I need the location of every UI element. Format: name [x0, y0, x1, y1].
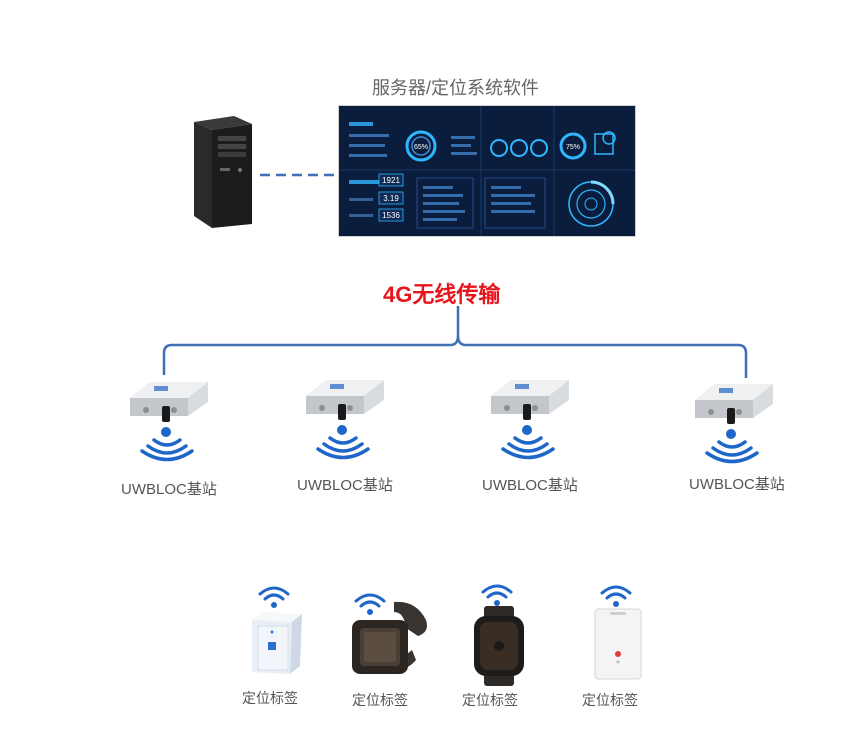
counter-3: 1536 [382, 211, 400, 220]
base-station-device-icon [491, 380, 569, 435]
counter-2: 3.19 [383, 194, 399, 203]
base-station-3-label: UWBLOC基站 [482, 477, 578, 494]
signal-waves-icon [705, 440, 759, 464]
base-station-3 [485, 374, 575, 464]
wireless-link-label: 4G无线传输 [383, 282, 501, 307]
card-tag-device [594, 608, 642, 680]
tag-4-label: 定位标签 [582, 692, 638, 708]
wifi-icon [481, 584, 513, 606]
signal-waves-icon [140, 438, 194, 462]
tag-2-label: 定位标签 [352, 692, 408, 708]
wifi-icon [258, 586, 290, 608]
wifi-icon [354, 593, 386, 615]
base-station-1-label: UWBLOC基站 [121, 481, 217, 498]
base-station-device-icon [306, 380, 384, 435]
base-station-4 [689, 378, 779, 468]
distribution-bracket [162, 306, 748, 378]
base-station-1 [124, 376, 214, 466]
server-tower [186, 112, 256, 228]
watch-tag-icon [474, 606, 524, 686]
counter-1: 1921 [382, 176, 400, 185]
dashboard-screen: 65% 75% 1921 3.19 1536 [338, 105, 636, 237]
base-station-device-icon [695, 384, 773, 439]
dashboard-graphic: 65% 75% 1921 3.19 1536 [339, 106, 635, 236]
base-station-2-label: UWBLOC基站 [297, 477, 393, 494]
server-title: 服务器/定位系统软件 [372, 78, 540, 98]
wristband-tag-icon [352, 601, 427, 674]
gauge-value-2: 75% [566, 144, 580, 151]
box-tag-device [248, 610, 304, 676]
base-station-4-label: UWBLOC基站 [689, 476, 785, 493]
card-tag-icon [594, 608, 642, 680]
server-tower-icon [194, 116, 252, 228]
box-tag-icon [252, 612, 302, 674]
signal-waves-icon [501, 436, 555, 460]
wifi-icon [600, 585, 632, 607]
base-station-2 [300, 374, 390, 464]
gauge-value-1: 65% [414, 144, 428, 151]
base-station-device-icon [130, 382, 208, 437]
server-screen-connection [260, 173, 336, 177]
wristband-tag-device [346, 598, 432, 682]
tag-1-label: 定位标签 [242, 690, 298, 706]
signal-waves-icon [316, 436, 370, 460]
watch-tag-device [472, 606, 526, 686]
tag-3-label: 定位标签 [462, 692, 518, 708]
